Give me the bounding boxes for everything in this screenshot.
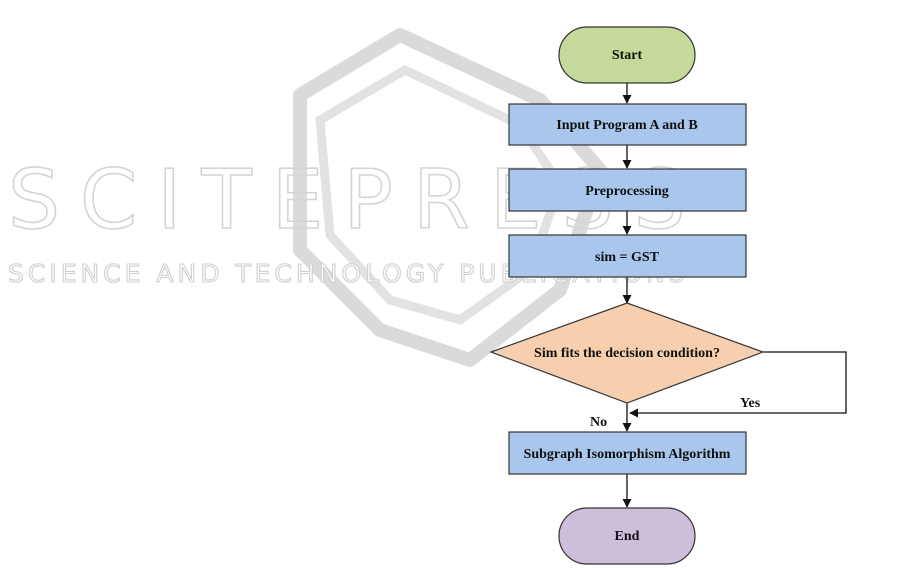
decision-label: Sim fits the decision condition? bbox=[534, 346, 720, 361]
input-label: Input Program A and B bbox=[556, 118, 697, 133]
end-label: End bbox=[615, 529, 640, 544]
yes-label: Yes bbox=[740, 396, 761, 411]
sim-label: sim = GST bbox=[595, 250, 660, 265]
subgraph-label: Subgraph Isomorphism Algorithm bbox=[524, 447, 731, 462]
preprocess-label: Preprocessing bbox=[585, 184, 668, 199]
no-label: No bbox=[590, 415, 607, 430]
start-label: Start bbox=[612, 48, 643, 63]
